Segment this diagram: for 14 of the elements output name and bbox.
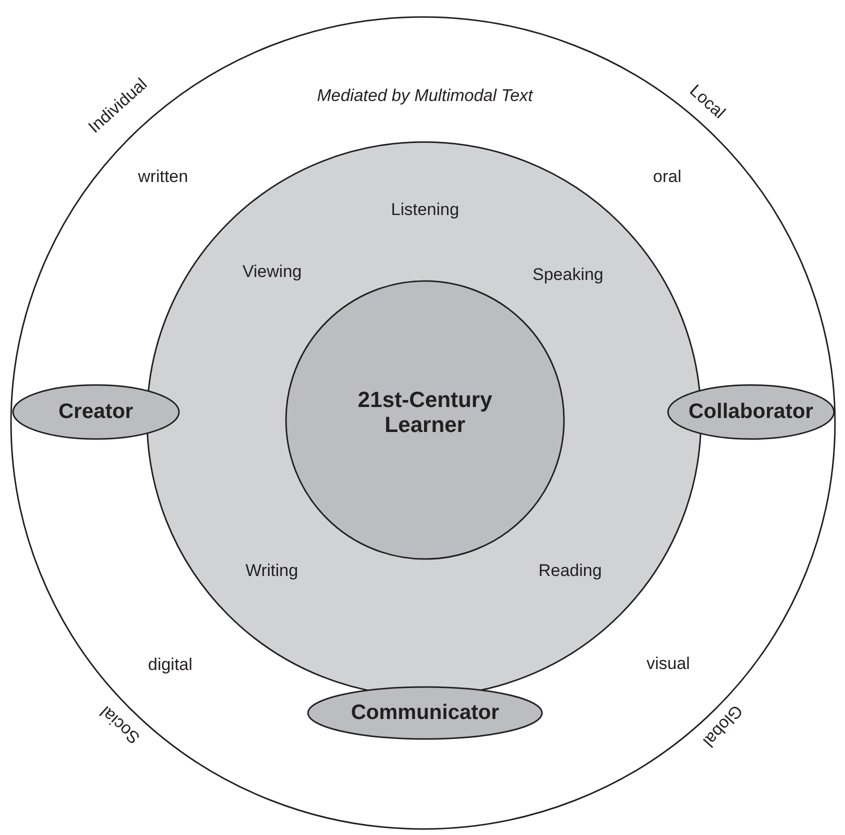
- role-label: Collaborator: [688, 400, 814, 424]
- mode-label: written: [138, 167, 188, 187]
- mode-label: visual: [646, 654, 690, 674]
- role-label: Communicator: [351, 701, 500, 726]
- skill-label: Listening: [391, 200, 460, 220]
- mode-label: digital: [148, 655, 192, 675]
- mode-label: oral: [653, 167, 682, 187]
- role-label: Creator: [58, 400, 134, 424]
- center-title: 21st-Century Learner: [356, 386, 494, 438]
- caption-text: Mediated by Multimodal Text: [317, 86, 533, 106]
- skill-label: Reading: [538, 561, 602, 581]
- skill-label: Viewing: [242, 262, 302, 282]
- skill-label: Writing: [246, 561, 298, 581]
- skill-label: Speaking: [532, 265, 604, 285]
